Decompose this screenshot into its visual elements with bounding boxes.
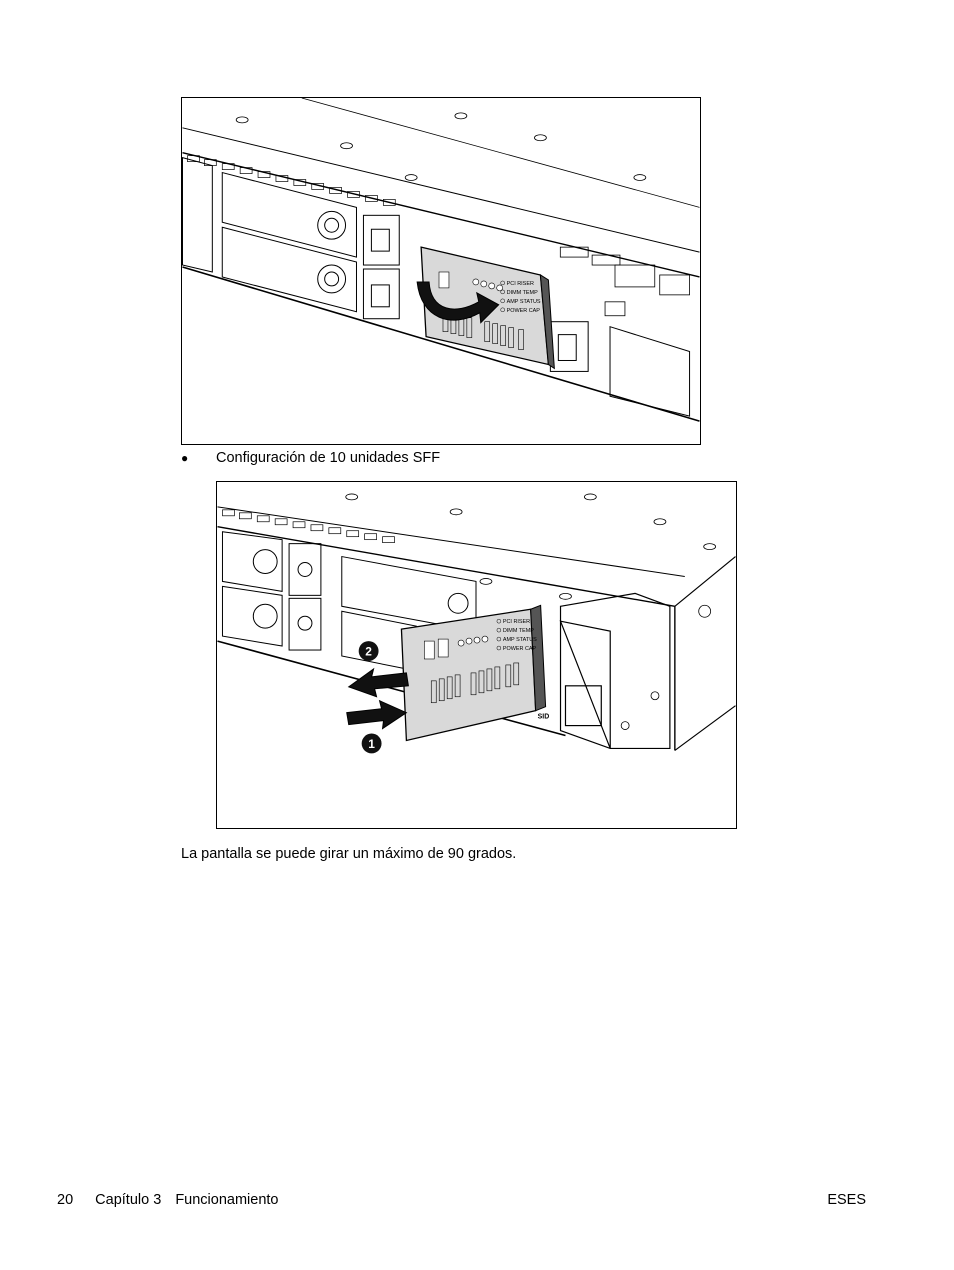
callout-1: 1 (361, 733, 382, 754)
panel-line-4: POWER CAP (507, 308, 541, 314)
chapter-title: Funcionamiento (175, 1192, 279, 1208)
callout-2-label: 2 (365, 644, 372, 658)
panel-line-2: DIMM TEMP (503, 628, 534, 634)
server-illustration-2: PCI RISER DIMM TEMP AMP STATUS POWER CAP… (217, 493, 736, 754)
panel-line-3: AMP STATUS (503, 637, 537, 643)
side-label: SID (538, 714, 550, 721)
server-illustration-1: PCI RISER DIMM TEMP AMP STATUS POWER CAP (182, 98, 700, 422)
panel-line-4: POWER CAP (503, 646, 537, 652)
chapter-number: Capítulo 3 (95, 1192, 162, 1208)
figure-server-sff-rotate-display: PCI RISER DIMM TEMP AMP STATUS POWER CAP (181, 97, 701, 445)
bullet-text: Configuración de 10 unidades SFF (216, 450, 441, 466)
page-footer-right: ESES (827, 1192, 866, 1208)
body-paragraph: La pantalla se puede girar un máximo de … (181, 846, 517, 862)
callout-1-label: 1 (368, 737, 375, 751)
panel-line-3: AMP STATUS (507, 299, 541, 305)
front-display-panel: PCI RISER DIMM TEMP AMP STATUS POWER CAP… (400, 604, 550, 742)
figure-server-10sff-remove-display: PCI RISER DIMM TEMP AMP STATUS POWER CAP… (216, 481, 737, 829)
page-footer-left: 20 Capítulo 3 Funcionamiento (57, 1191, 278, 1209)
panel-line-1: PCI RISER (507, 281, 534, 287)
rotate-arrow-icon (416, 281, 500, 324)
page-number: 20 (57, 1192, 74, 1208)
arrow-right-icon (346, 699, 408, 730)
callout-2: 2 (358, 641, 379, 661)
panel-line-2: DIMM TEMP (507, 290, 538, 296)
bullet-symbol: ● (181, 451, 189, 465)
arrow-left-icon (347, 667, 409, 698)
panel-line-1: PCI RISER (503, 619, 530, 625)
